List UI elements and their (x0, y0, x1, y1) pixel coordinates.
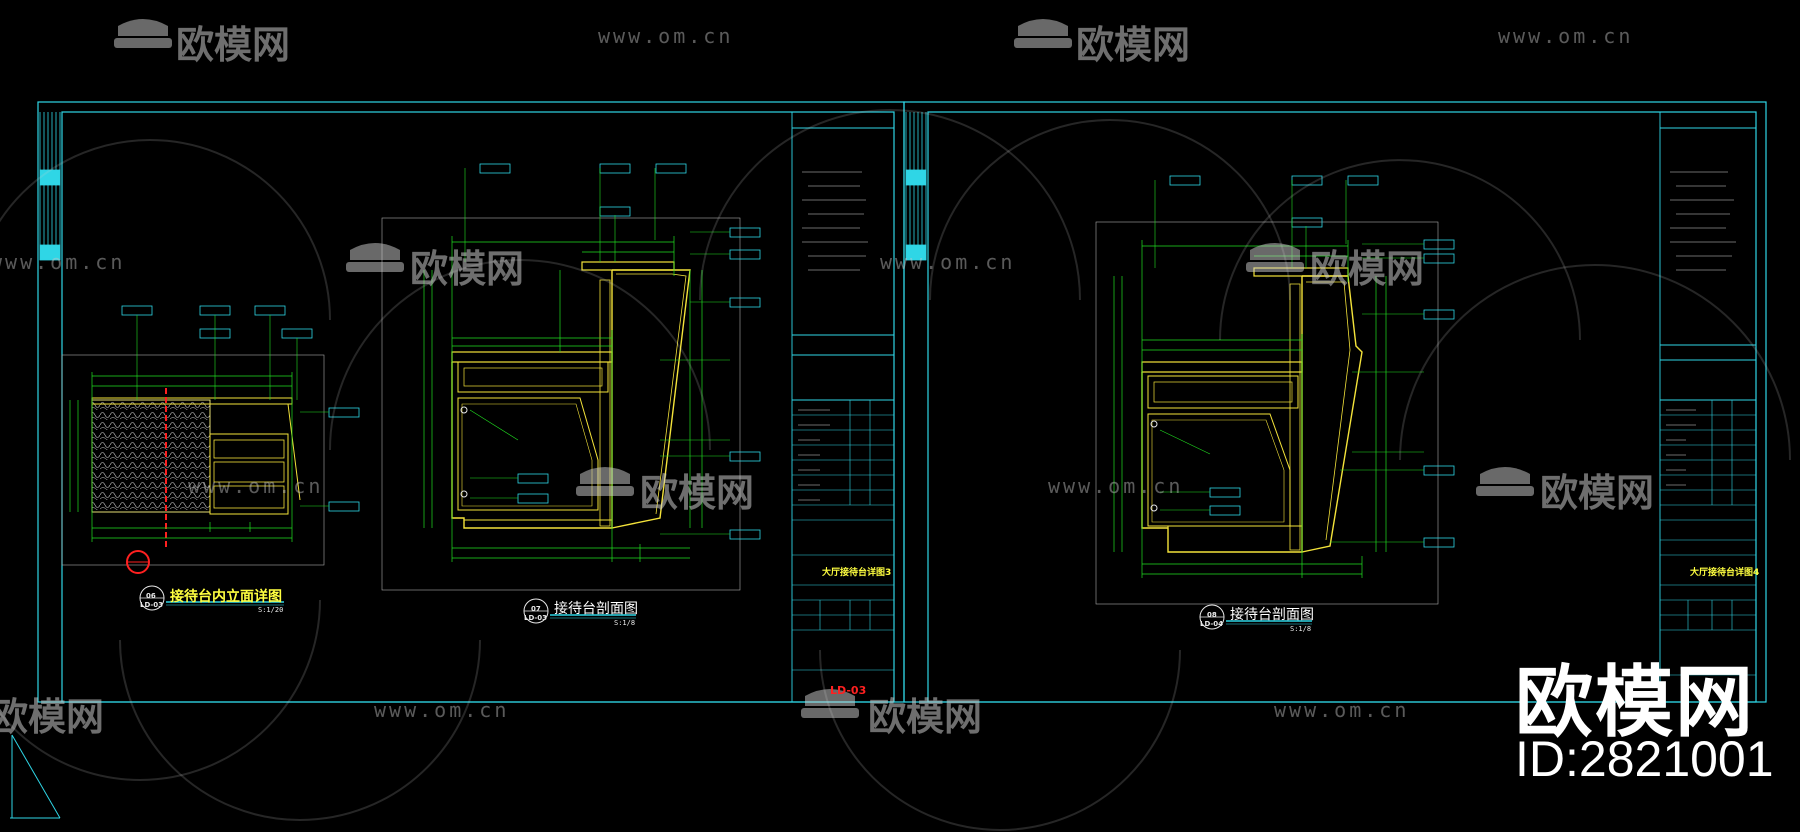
drawing-07-sheet-ref: LD-03 (524, 614, 548, 622)
drawing-06-sheet-ref: LD-03 (140, 601, 164, 609)
watermark-url-1: www.om.cn (598, 24, 734, 48)
watermark-url-4: www.om.cn (880, 250, 1016, 274)
section-detail-07 (381, 163, 761, 591)
brand-overlay-logo-text: 欧模网 (1515, 658, 1756, 748)
title-block-left-drawing-name: 大厅接待台详图3 (822, 568, 892, 578)
drawing-07-title: 接待台剖面图 (554, 601, 638, 617)
drawing-06-number: 06 (146, 592, 156, 600)
drawing-06-title: 接待台内立面详图 (170, 589, 282, 605)
title-block-right (1659, 111, 1757, 703)
watermark-brand-5: 欧模网 (640, 471, 755, 515)
drawing-08-title: 接待台剖面图 (1230, 607, 1314, 623)
watermark-brand-3: 欧模网 (410, 247, 525, 291)
watermark-url-3: www.om.cn (0, 250, 126, 274)
watermark-url-8: www.om.cn (1274, 698, 1410, 722)
watermark-url-6: www.om.cn (1048, 474, 1184, 498)
brand-overlay-id: ID:2821001 (1515, 731, 1774, 787)
drawing-08-number: 08 (1207, 611, 1217, 619)
watermark-brand-8: 欧模网 (868, 695, 983, 739)
elevation-detail-06 (61, 305, 360, 574)
sheet-frame-right (903, 101, 1767, 703)
binding-strip-right (905, 112, 927, 261)
watermark-brand-7: 欧模网 (0, 695, 105, 739)
watermark-url-2: www.om.cn (1498, 24, 1634, 48)
drawing-07-number: 07 (531, 605, 541, 613)
watermark-url-7: www.om.cn (374, 698, 510, 722)
watermark-arcs (0, 109, 1791, 831)
section-detail-08 (1095, 175, 1455, 605)
binding-strip-left (39, 112, 61, 261)
title-bubbles (139, 585, 1312, 630)
drawing-08-scale: S:1/8 (1290, 625, 1312, 633)
drawing-07-scale: S:1/8 (614, 619, 636, 627)
watermark-brand-1: 欧模网 (176, 23, 291, 67)
title-block-left-sheet-no: LD-03 (830, 684, 867, 697)
watermark-brand-2: 欧模网 (1076, 23, 1191, 67)
title-block-right-drawing-name: 大厅接待台详图4 (1690, 568, 1760, 578)
drawing-06-scale: S:1/20 (258, 606, 284, 614)
watermark-logo-icons (114, 19, 1534, 718)
ucs-icon (10, 734, 61, 819)
watermark-url-5: www.om.cn (188, 474, 324, 498)
watermark-brand-6: 欧模网 (1540, 471, 1655, 515)
title-block-left (791, 111, 895, 703)
drawing-08-sheet-ref: LD-04 (1200, 620, 1224, 628)
watermark-brand-4: 欧模网 (1310, 247, 1425, 291)
